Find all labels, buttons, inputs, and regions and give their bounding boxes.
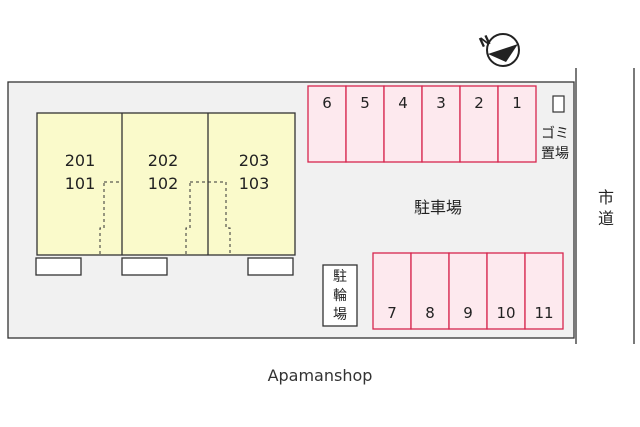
unit-label-101: 101 (65, 174, 96, 193)
parking-number-10: 10 (496, 304, 515, 322)
unit-label-102: 102 (148, 174, 179, 193)
parking-number-11: 11 (534, 304, 553, 322)
unit-label-103: 103 (239, 174, 270, 193)
credit-text: Apamanshop (267, 366, 373, 385)
parking-area-label: 駐車場 (414, 198, 462, 217)
road-label-1: 市 (598, 188, 614, 207)
bicycle-label-2: 輪 (333, 287, 347, 304)
bicycle-parking (322, 264, 358, 327)
road-label-2: 道 (598, 209, 614, 228)
parking-number-5: 5 (360, 94, 370, 112)
garbage-label-1: ゴミ (541, 125, 569, 142)
unit-label-202: 202 (148, 151, 179, 170)
parking-space-7 (372, 252, 412, 330)
garbage-bin-icon (552, 95, 565, 113)
parking-row-top (307, 85, 537, 163)
unit-label-203: 203 (239, 151, 270, 170)
parking-space-5 (345, 85, 385, 163)
bicycle-label-3: 場 (333, 307, 347, 323)
parking-space-3 (421, 85, 461, 163)
parking-number-3: 3 (436, 94, 446, 112)
garbage-label-2: 置場 (541, 146, 569, 162)
bicycle-label-1: 駐 (333, 269, 347, 285)
parking-number-8: 8 (425, 304, 435, 322)
parking-number-2: 2 (474, 94, 484, 112)
parking-number-7: 7 (387, 304, 397, 322)
parking-number-4: 4 (398, 94, 408, 112)
parking-number-9: 9 (463, 304, 473, 322)
parking-number-1: 1 (512, 94, 522, 112)
parking-space-1 (497, 85, 537, 163)
parking-row-bottom (372, 252, 564, 330)
north-arrow-icon: N (477, 33, 520, 67)
parking-space-11 (524, 252, 564, 330)
parking-number-6: 6 (322, 94, 332, 112)
apartment-building (35, 112, 296, 276)
unit-label-201: 201 (65, 151, 96, 170)
parking-space-9 (448, 252, 488, 330)
